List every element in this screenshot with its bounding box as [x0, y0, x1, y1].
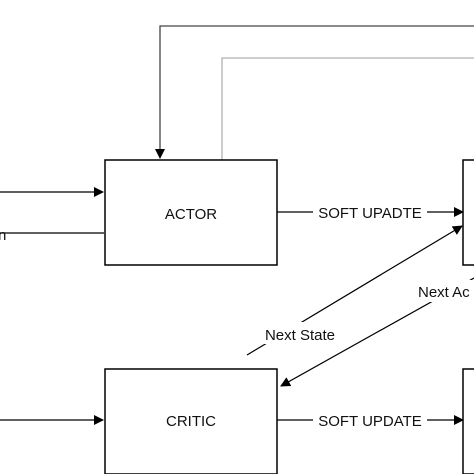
feedback-line-inner [221, 57, 474, 160]
next-action-label-bg [414, 280, 474, 302]
left-cut-label: n [0, 227, 6, 244]
actor-update-label-bg [313, 200, 427, 222]
target-actor-box [462, 159, 474, 266]
feedback-line-outer [155, 25, 474, 159]
next-state-label-bg [256, 322, 344, 344]
critic-box [104, 368, 278, 474]
next-action-label: Next Ac [418, 284, 470, 301]
actor-box [104, 159, 278, 266]
critic-label: CRITIC [166, 413, 216, 430]
target-critic-box [462, 368, 474, 474]
next-state-label: Next State [265, 327, 335, 344]
actor-soft-update-label: SOFT UPADTE [318, 205, 422, 222]
critic-soft-update-label: SOFT UPDATE [318, 413, 422, 430]
critic-update-label-bg [313, 408, 427, 430]
actor-label: ACTOR [165, 206, 217, 223]
